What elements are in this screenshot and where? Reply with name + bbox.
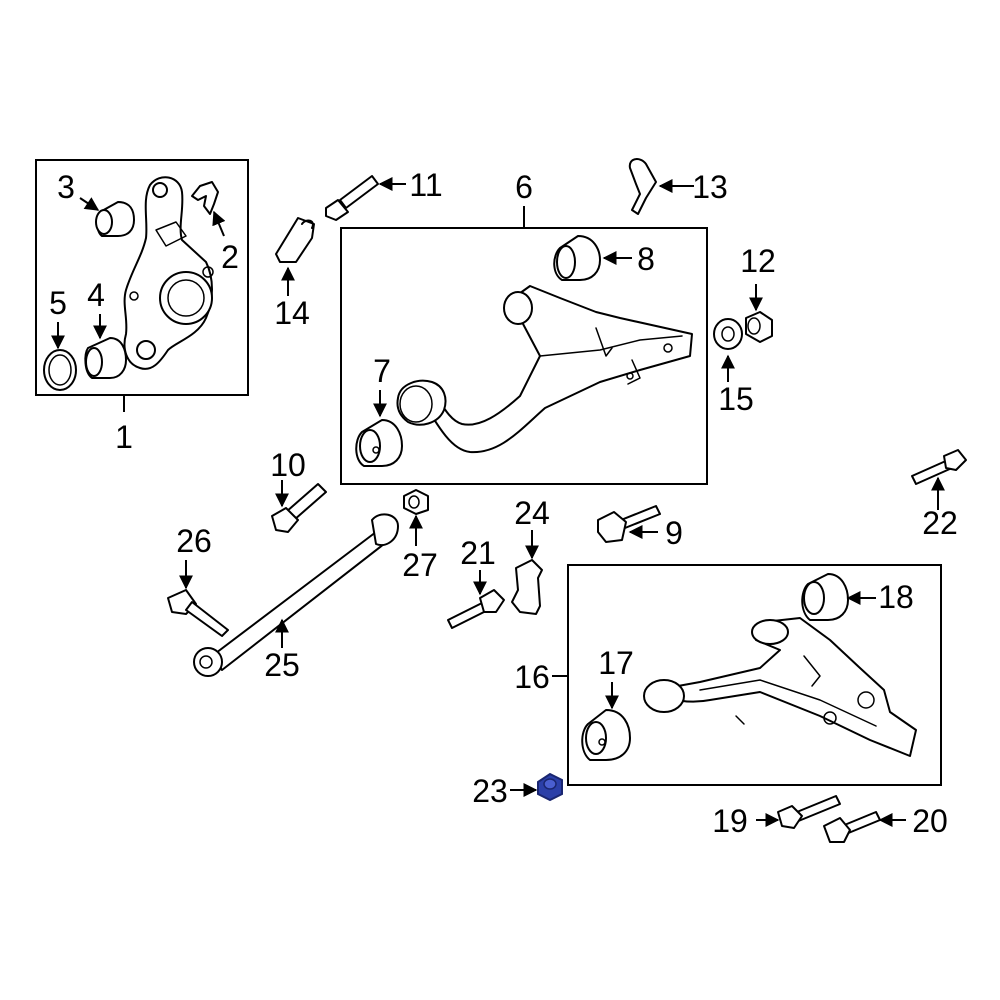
callout-8: 8 bbox=[637, 241, 655, 277]
bolt-21[interactable] bbox=[447, 589, 505, 629]
bolt-10[interactable] bbox=[271, 483, 327, 533]
callout-7: 7 bbox=[373, 353, 391, 389]
knuckle-clip[interactable] bbox=[191, 181, 219, 215]
knuckle-group-box bbox=[35, 159, 249, 396]
bolt-11[interactable] bbox=[325, 175, 379, 221]
callout-2: 2 bbox=[221, 239, 239, 275]
callout-10: 10 bbox=[270, 447, 306, 483]
upper-control-arm[interactable] bbox=[419, 285, 693, 454]
callout-12: 12 bbox=[740, 243, 776, 279]
callout-22: 22 bbox=[922, 505, 958, 541]
washer-15[interactable] bbox=[713, 318, 743, 350]
nut-12[interactable] bbox=[745, 311, 773, 343]
bolt-22[interactable] bbox=[911, 449, 967, 485]
knuckle-snap-ring[interactable] bbox=[43, 349, 77, 391]
bolt-20[interactable] bbox=[823, 811, 881, 843]
callout-26: 26 bbox=[176, 523, 212, 559]
bracket-24[interactable] bbox=[511, 559, 543, 615]
knuckle-bushing-upper[interactable] bbox=[95, 201, 135, 237]
callout-25: 25 bbox=[264, 647, 300, 683]
callout-17: 17 bbox=[598, 645, 634, 681]
callout-1: 1 bbox=[115, 419, 133, 455]
bolt-26[interactable] bbox=[167, 589, 229, 637]
callout-3: 3 bbox=[57, 169, 75, 205]
callout-4: 4 bbox=[87, 277, 105, 313]
bracket-13[interactable] bbox=[628, 158, 657, 215]
bolt-9[interactable] bbox=[597, 505, 661, 543]
nut-23-highlighted[interactable] bbox=[537, 772, 563, 802]
callout-20: 20 bbox=[912, 803, 948, 839]
upper-arm-bushing-front[interactable] bbox=[355, 419, 403, 467]
callout-15: 15 bbox=[718, 381, 754, 417]
lateral-link-rod-25[interactable] bbox=[193, 513, 399, 677]
callout-6: 6 bbox=[515, 169, 533, 205]
lower-arm-bushing-front[interactable] bbox=[581, 709, 631, 761]
callout-19: 19 bbox=[712, 803, 748, 839]
upper-arm-sleeve[interactable] bbox=[396, 379, 447, 426]
callout-23: 23 bbox=[472, 773, 508, 809]
callout-13: 13 bbox=[692, 169, 728, 205]
upper-arm-bushing-rear[interactable] bbox=[553, 235, 601, 281]
callout-9: 9 bbox=[665, 515, 683, 551]
knuckle-bushing-lower[interactable] bbox=[84, 337, 127, 379]
callout-21: 21 bbox=[460, 535, 496, 571]
callout-18: 18 bbox=[878, 579, 914, 615]
callout-24: 24 bbox=[514, 495, 550, 531]
bolt-19[interactable] bbox=[777, 795, 841, 829]
callout-16: 16 bbox=[514, 659, 550, 695]
callout-27: 27 bbox=[402, 547, 438, 583]
steering-knuckle[interactable] bbox=[123, 176, 214, 370]
nut-27[interactable] bbox=[403, 489, 429, 515]
callout-5: 5 bbox=[49, 285, 67, 321]
callout-14: 14 bbox=[274, 295, 310, 331]
callout-11: 11 bbox=[409, 167, 442, 203]
lower-arm-bushing-rear[interactable] bbox=[801, 573, 849, 621]
lower-control-arm[interactable] bbox=[643, 617, 917, 757]
bracket-14[interactable] bbox=[275, 217, 315, 263]
